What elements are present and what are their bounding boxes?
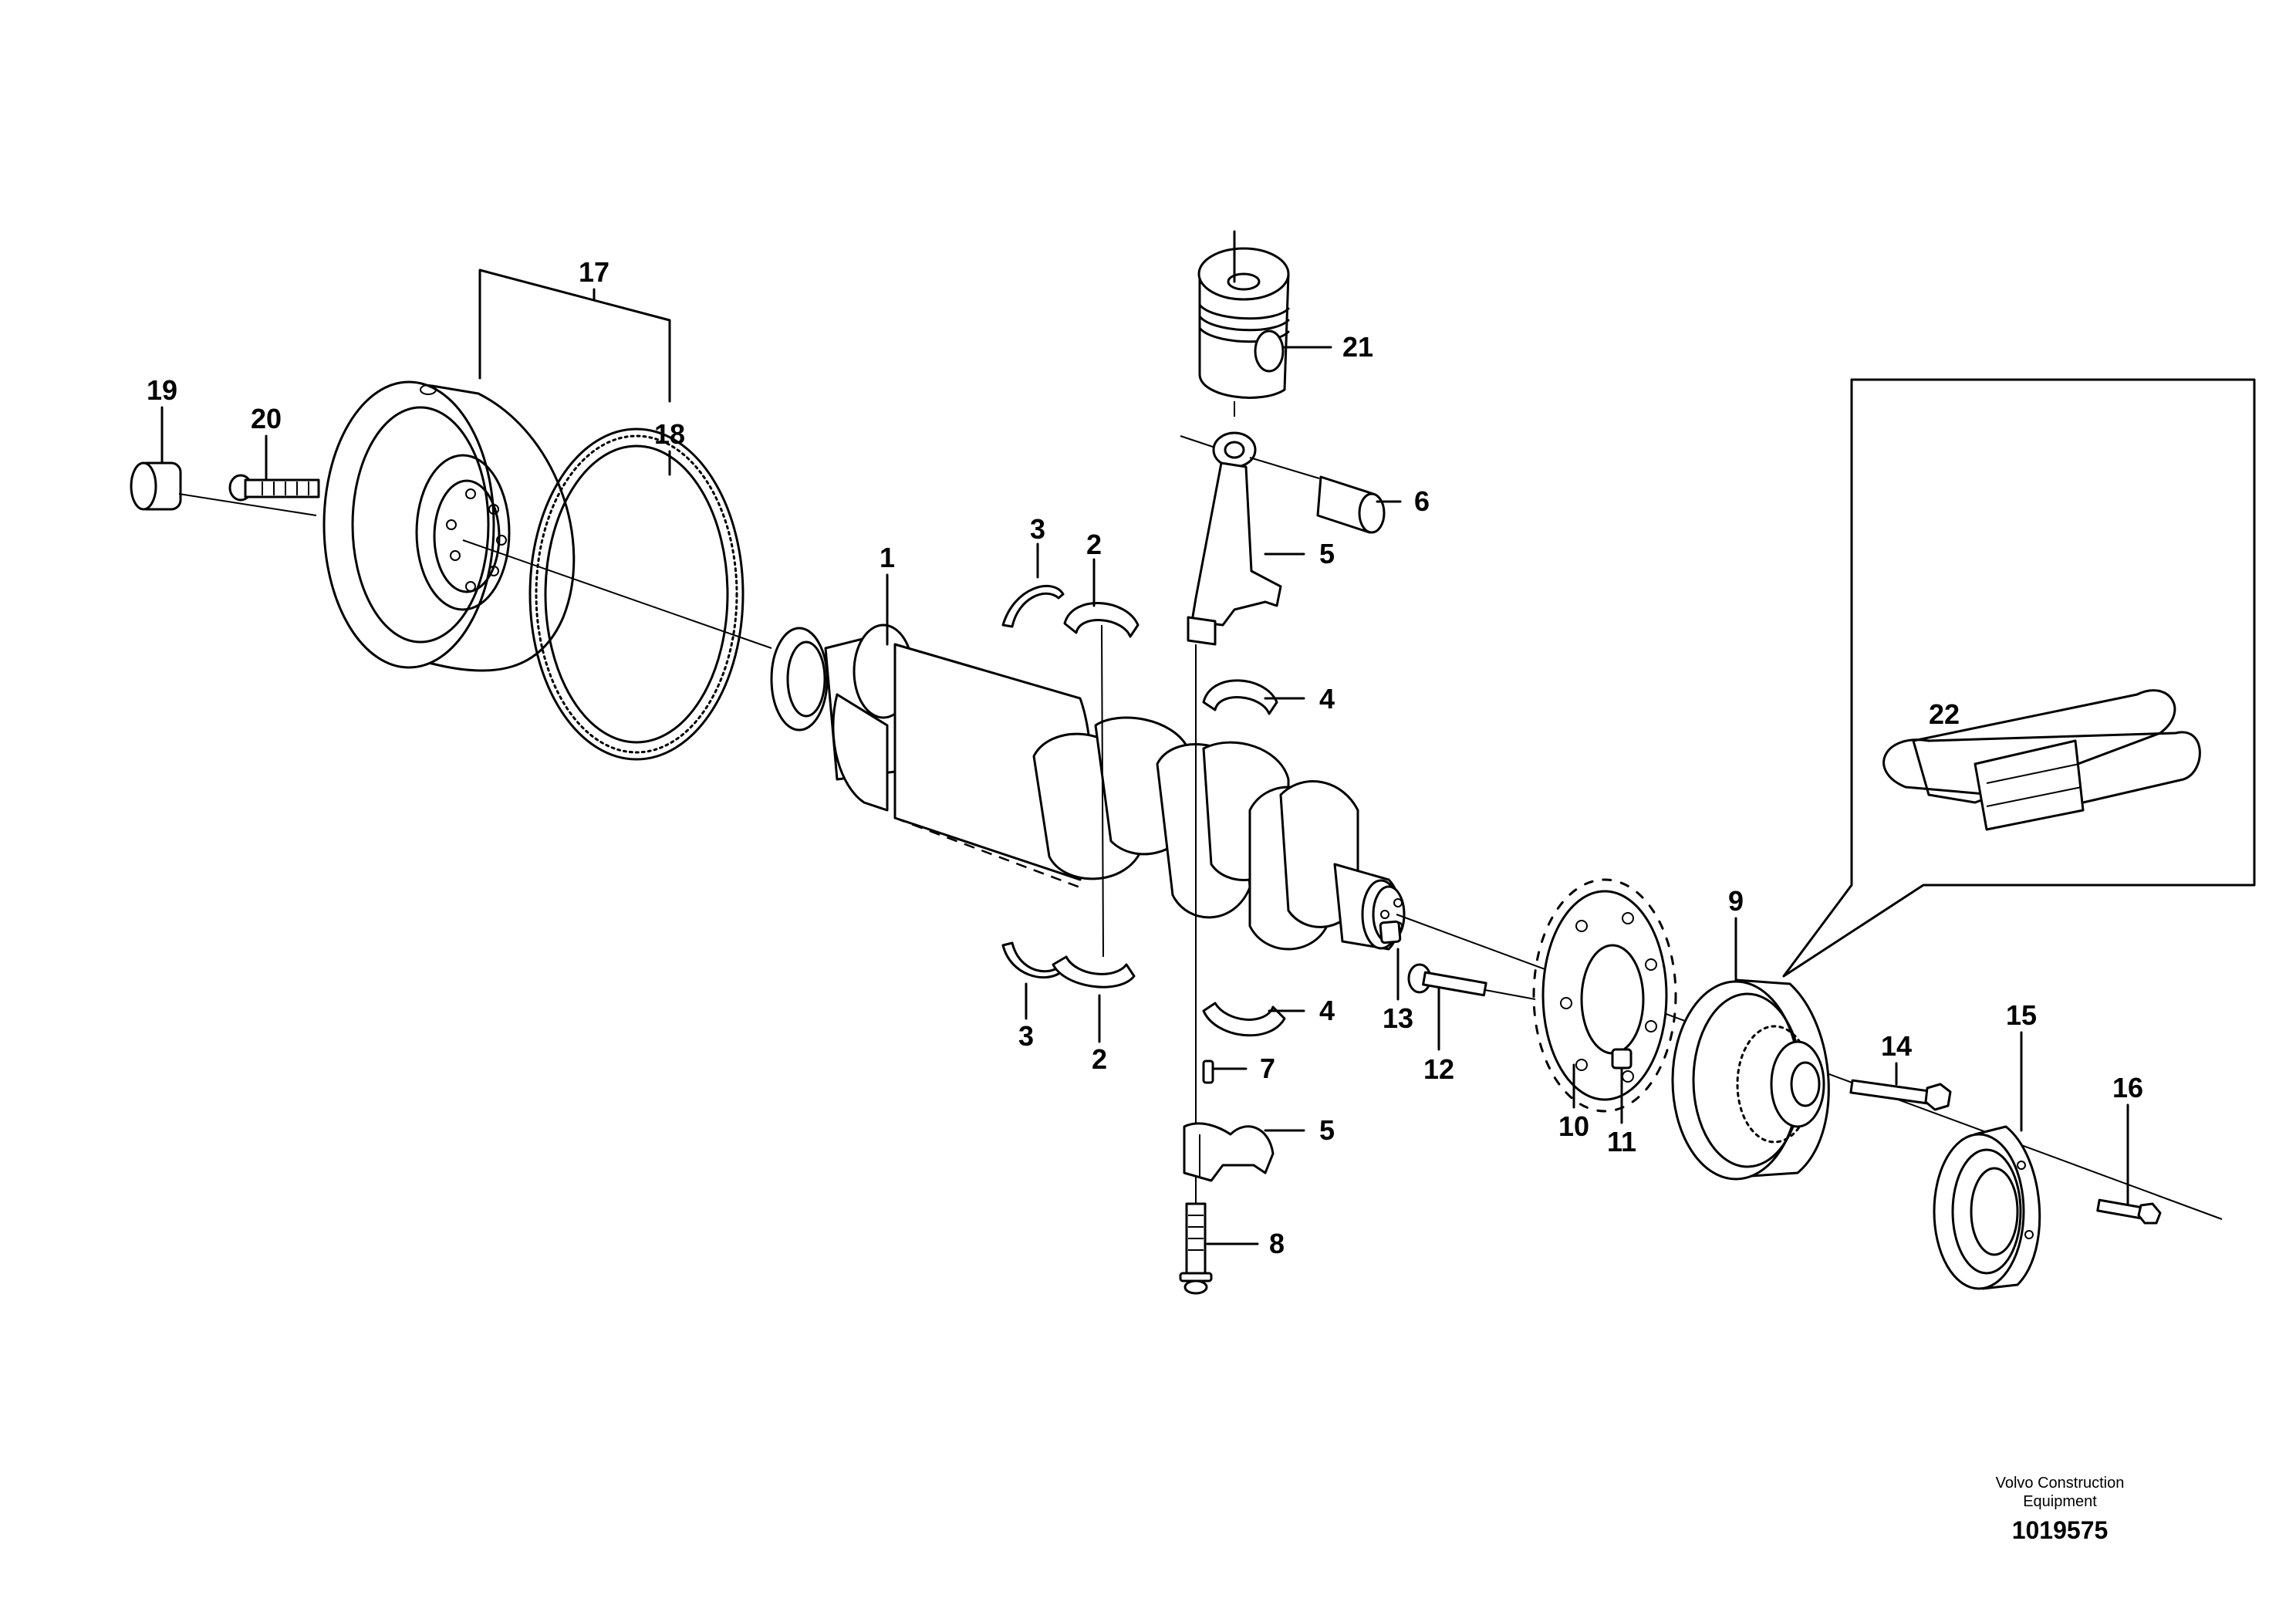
callout-19: 19 [147,374,177,406]
callout-13: 13 [1383,1002,1413,1034]
part-13-dowel [1379,920,1402,944]
callout-labels: 1 2 2 3 3 4 4 5 5 6 7 8 9 10 11 12 13 14… [147,256,2143,1259]
part-6-piston-pin [1249,457,1386,534]
callout-12: 12 [1423,1053,1454,1085]
callout-3-bottom: 3 [1018,1020,1034,1052]
part-10-timing-gear [1532,878,1677,1113]
part-2-main-bearings [1052,602,1140,988]
part-19-plug [130,461,317,516]
callout-16: 16 [2112,1072,2143,1103]
callout-1: 1 [880,542,895,573]
part-15-pulley [1933,1125,2041,1290]
part-18-ring-gear [528,427,745,761]
part-9-vibration-damper [1671,978,1830,1181]
document-number: 1019575 [2012,1516,2109,1544]
callout-20: 20 [251,403,282,434]
callout-9: 9 [1728,885,1744,917]
callout-21: 21 [1342,331,1373,363]
callout-bracket-17-18 [478,269,671,403]
company-name-line2: Equipment [2023,1493,2097,1510]
callout-17: 17 [579,256,609,288]
part-22-belt-inset [1782,378,2256,978]
part-16-bolt [2096,1198,2162,1225]
leader-lines [160,346,2129,1245]
callout-14: 14 [1881,1030,1912,1062]
callout-22: 22 [1929,698,1960,730]
callout-4-bottom: 4 [1319,995,1335,1026]
callout-3-top: 3 [1030,513,1045,545]
footer: Volvo Construction Equipment 1019575 [1996,1475,2125,1544]
part-17-flywheel [322,380,772,672]
callout-8: 8 [1269,1228,1285,1259]
callout-10: 10 [1558,1110,1589,1142]
part-5-connecting-rod [1180,431,1282,1204]
part-5-rod-cap [1183,1122,1275,1182]
callout-2-bottom: 2 [1092,1043,1107,1075]
callout-4-top: 4 [1319,683,1335,715]
part-21-piston [1197,230,1290,417]
part-11-dowel [1611,1048,1633,1070]
callout-5-cap: 5 [1319,1114,1335,1146]
part-7-dowel [1202,1059,1214,1084]
callout-11: 11 [1607,1126,1636,1157]
part-14-bolt [1849,1079,1952,1111]
part-4-conrod-bearings [1202,679,1286,1037]
callout-5-rod: 5 [1319,538,1335,569]
part-12-bolt [1407,963,1536,1000]
callout-15: 15 [2006,999,2037,1031]
company-name-line1: Volvo Construction [1996,1475,2125,1492]
part-20-bolt [228,474,320,502]
callout-6: 6 [1414,485,1430,517]
callout-18: 18 [654,418,685,450]
callout-2-top: 2 [1086,529,1102,560]
part-8-rod-bolt [1179,1202,1213,1295]
callout-7: 7 [1260,1053,1275,1084]
